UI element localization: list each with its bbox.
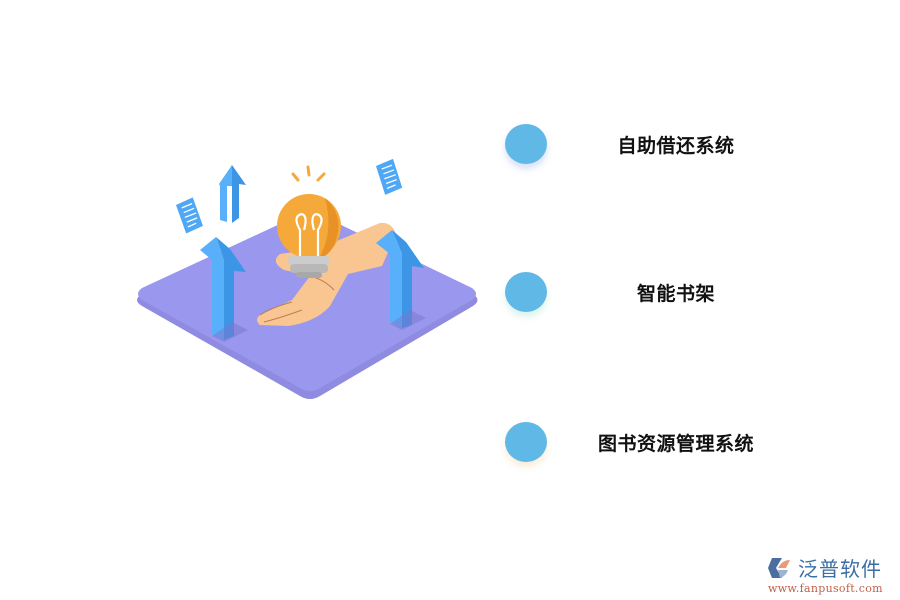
logo-mark-icon	[768, 557, 790, 578]
logo-brand-text: 泛普软件	[798, 557, 882, 581]
feature-label: 自助借还系统	[617, 134, 735, 157]
feature-item-smart-shelf: 智能书架	[505, 270, 805, 314]
document-icon-left	[176, 197, 203, 234]
bullet-dot-icon	[505, 422, 547, 462]
arrow-up-icon-small	[219, 165, 246, 223]
bullet-dot-icon	[505, 272, 547, 312]
idea-illustration	[120, 150, 490, 410]
arrow-up-icon-left	[200, 237, 248, 342]
document-icon-right	[376, 158, 403, 195]
logo-url-text: www.fanpusoft.com	[768, 582, 883, 595]
light-bulb-icon	[277, 194, 341, 278]
feature-item-self-checkout: 自助借还系统	[505, 122, 805, 166]
feature-item-resource-management: 图书资源管理系统	[505, 420, 805, 464]
feature-label: 图书资源管理系统	[597, 432, 754, 455]
light-rays	[291, 165, 326, 182]
arrow-up-icon-right	[376, 230, 426, 330]
feature-label: 智能书架	[636, 282, 715, 305]
bullet-dot-icon	[505, 124, 547, 164]
hand-icon	[257, 222, 396, 326]
brand-logo: 泛普软件 www.fanpusoft.com	[768, 553, 898, 597]
